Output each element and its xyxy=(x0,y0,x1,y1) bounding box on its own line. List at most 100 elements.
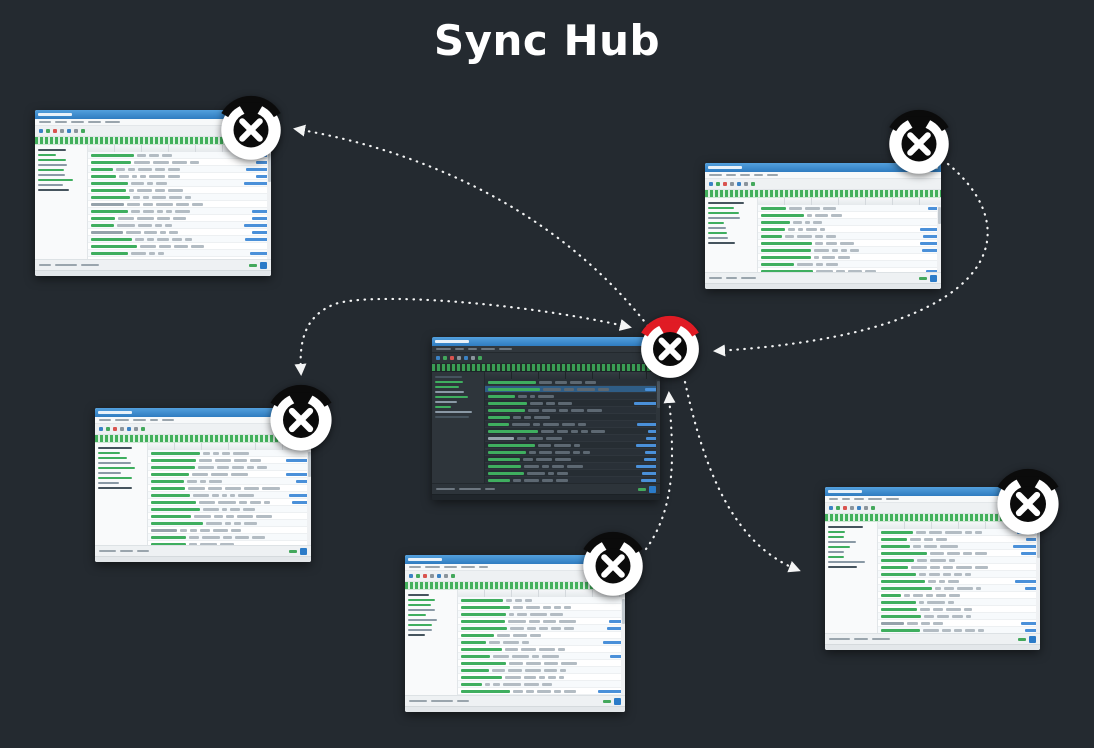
sidebar-item xyxy=(708,202,744,204)
cell-value xyxy=(523,682,539,686)
cell-value xyxy=(191,472,209,476)
cell-value xyxy=(128,188,135,192)
cell-value xyxy=(932,621,943,625)
toolbar-icon xyxy=(836,506,840,510)
cell-value xyxy=(529,612,547,616)
sidebar-item xyxy=(408,614,426,616)
table-row xyxy=(878,550,1040,557)
cell-value xyxy=(234,535,249,539)
sidebar-item xyxy=(708,212,739,214)
cell-value xyxy=(165,223,172,227)
cell-value xyxy=(542,387,561,391)
scrollbar xyxy=(1036,529,1040,633)
cell-value xyxy=(849,248,860,252)
status-item xyxy=(725,277,738,279)
cell-value xyxy=(149,174,166,178)
window-toolbar xyxy=(705,179,941,190)
cell-value xyxy=(942,572,952,576)
cell-value xyxy=(189,160,199,164)
toolbar-icon xyxy=(436,356,440,360)
sync-logo-icon xyxy=(889,109,949,174)
cell-name xyxy=(151,521,204,525)
cell-value xyxy=(517,612,527,616)
cell-value xyxy=(137,188,152,192)
cell-value xyxy=(804,206,820,210)
cell-value xyxy=(212,451,219,455)
cell-value xyxy=(147,181,153,185)
toolbar-icon xyxy=(709,182,713,186)
cell-value xyxy=(788,227,795,231)
cell-value xyxy=(230,507,241,511)
cell-value xyxy=(488,640,501,644)
cell-value xyxy=(563,387,575,391)
cell-value xyxy=(138,223,153,227)
table-row xyxy=(88,180,271,187)
sidebar-item xyxy=(435,381,463,383)
cell-value xyxy=(243,507,255,511)
cell-progress xyxy=(252,216,268,220)
cell-value xyxy=(924,544,937,548)
connection-hub-to-top-left xyxy=(293,124,650,328)
cell-value xyxy=(957,586,974,590)
cell-value xyxy=(943,565,954,569)
cell-value xyxy=(197,465,214,469)
menu-item xyxy=(842,498,851,500)
cell-name xyxy=(91,237,133,241)
window-sidebar xyxy=(405,590,458,695)
sidebar-item xyxy=(38,159,66,161)
cell-name xyxy=(151,479,185,483)
cell-name xyxy=(91,153,135,157)
cell-value xyxy=(526,689,535,693)
cell-progress xyxy=(920,227,938,231)
cell-value xyxy=(117,223,136,227)
cell-value xyxy=(839,241,854,245)
cell-progress xyxy=(636,464,657,468)
pieces-availability-bar xyxy=(432,364,660,372)
cell-name xyxy=(461,626,507,630)
cell-value xyxy=(525,598,532,602)
cell-value xyxy=(166,209,173,213)
sidebar-item xyxy=(828,531,845,533)
menu-item xyxy=(461,566,476,568)
cell-value xyxy=(831,213,843,217)
cell-value xyxy=(484,682,490,686)
table-row xyxy=(485,428,660,435)
cell-value xyxy=(251,535,265,539)
window-title-text xyxy=(38,113,72,116)
menu-item xyxy=(725,174,736,176)
window-statusbar xyxy=(432,483,660,494)
window-main xyxy=(825,522,1040,633)
cell-value xyxy=(557,471,568,475)
cell-value xyxy=(527,408,539,412)
cell-value xyxy=(554,689,561,693)
table-row xyxy=(458,632,625,639)
cell-value xyxy=(822,206,837,210)
table-row xyxy=(88,236,271,243)
window-table xyxy=(458,590,625,695)
cell-progress xyxy=(633,401,657,405)
cell-progress xyxy=(1020,621,1037,625)
cell-value xyxy=(948,593,960,597)
table-row xyxy=(485,456,660,463)
cell-value xyxy=(517,394,528,398)
cell-value xyxy=(528,450,537,454)
table-row xyxy=(88,194,271,201)
cell-value xyxy=(208,479,223,483)
table-row xyxy=(878,627,1040,633)
cell-value xyxy=(207,486,223,490)
cell-value xyxy=(924,537,933,541)
cell-value xyxy=(813,248,829,252)
table-row xyxy=(758,240,941,247)
cell-value xyxy=(943,586,955,590)
cell-value xyxy=(512,605,524,609)
status-right xyxy=(603,697,621,705)
cell-name xyxy=(881,544,910,548)
cell-value xyxy=(168,188,183,192)
table-row xyxy=(485,463,660,470)
page-title: Sync Hub xyxy=(433,16,661,65)
sidebar-item xyxy=(828,546,850,548)
sidebar-item xyxy=(408,619,438,621)
cell-value xyxy=(539,450,552,454)
toolbar-icon xyxy=(127,427,131,431)
sync-logo-icon xyxy=(583,531,643,596)
